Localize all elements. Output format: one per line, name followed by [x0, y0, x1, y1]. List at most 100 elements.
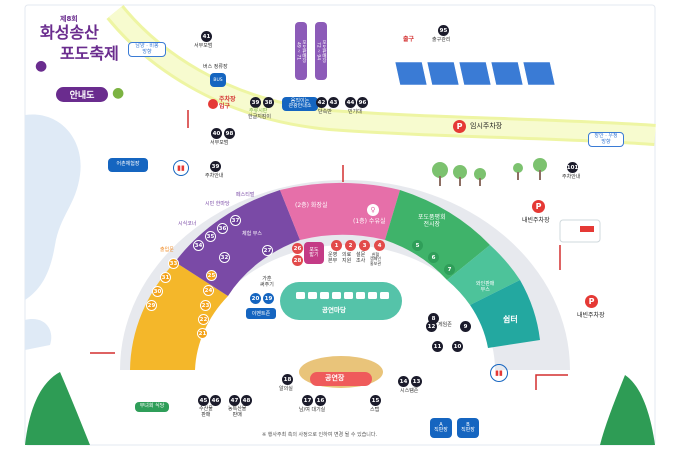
parking-entrance-icon: [208, 99, 218, 109]
tourist-info-sign: 움직이는 관광안내소: [282, 97, 318, 111]
label-101: 주차안내: [562, 174, 581, 180]
grape-exhibit-label: 포도품평회 전시장: [418, 214, 446, 228]
marker-15: 15: [370, 395, 381, 406]
label-13-14: 시스템존: [400, 388, 419, 394]
marker-44: 44: [345, 97, 356, 108]
label-42-43: 단속반: [318, 109, 332, 115]
direct-shop-b: B 직판장: [457, 418, 479, 438]
marker-40: 40: [211, 128, 222, 139]
marker-29: 29: [146, 300, 157, 311]
grape-icon: ●: [112, 85, 125, 101]
label-95: 출구관리: [432, 37, 451, 43]
marker-6: 6: [428, 252, 439, 263]
experience-hall-sign: 어촌체험장: [108, 158, 148, 172]
title-line1: 화성송산: [40, 23, 99, 42]
label-40-98: 서부모범: [210, 140, 229, 146]
lake-area: [25, 114, 81, 300]
road-sign-jangan: 장안 · 우정 방향: [588, 132, 624, 147]
womens-restaurant-sign: 부녀회 식당: [135, 402, 169, 412]
event-plaza-seats: [296, 292, 389, 299]
pond-area: [25, 319, 52, 350]
marker-46: 46: [210, 395, 221, 406]
label-4: 헌혈 캠페인 홍보관: [370, 252, 382, 266]
label-liquor: 주류시판: [249, 108, 268, 114]
marker-47: 47: [229, 395, 240, 406]
edition-label: 제8회: [60, 15, 78, 23]
event-zone-sign: 이벤트존: [246, 308, 276, 319]
guest-parking2-label: 내빈주차장: [577, 312, 605, 319]
label-39-parking: 주차안내: [205, 173, 224, 179]
ambulance-stripe: [580, 226, 594, 232]
title-line2: 포도축제: [60, 44, 119, 63]
stage-label: 공연장: [325, 374, 345, 382]
main-road-inner: [108, 6, 656, 143]
marker-96: 96: [357, 97, 368, 108]
seg-label-1: 출입문: [160, 247, 174, 253]
marker-45: 45: [198, 395, 209, 406]
parking-entrance-label: 주차장 입구: [219, 96, 236, 110]
event-plaza: [280, 282, 402, 320]
marker-30: 30: [152, 286, 163, 297]
restroom-icon-right: ▮▮: [490, 364, 508, 382]
marker-12: 12: [426, 321, 437, 332]
label-1: 운영 본부: [328, 252, 338, 264]
marker-5: 5: [412, 240, 423, 251]
marker-39: 39: [250, 97, 261, 108]
rest-area-label: 쉼터: [503, 315, 518, 324]
label-18: 알의실: [279, 386, 293, 392]
grape-stomping: 포도 밟기: [304, 242, 324, 264]
ramp-label-1: 포도판매장 49 ~ 71: [295, 39, 307, 63]
marker-22: 22: [198, 314, 209, 325]
exit-label: 출구: [403, 36, 415, 43]
ramp-label-2: 포도판매장 72 ~ 94: [315, 39, 327, 63]
solar-panels: [394, 61, 556, 86]
marker-95: 95: [438, 25, 449, 36]
label-16-17: 남/여 대기실: [299, 407, 326, 413]
guest-parking1-label: 내빈주차장: [522, 217, 550, 224]
nursing-icon: ♀: [367, 204, 379, 216]
label-38-39: 한글지킴이: [248, 114, 272, 120]
marker-1: 1: [331, 240, 342, 251]
marker-14: 14: [398, 376, 409, 387]
marker-39-parking: 39: [210, 161, 221, 172]
bus-icon: BUS: [210, 73, 226, 87]
marker-21: 21: [197, 328, 208, 339]
marker-25: 25: [206, 270, 217, 281]
marker-38: 38: [263, 97, 274, 108]
temp-parking-label: 임시주차장: [470, 122, 503, 130]
marker-8: 8: [428, 313, 439, 324]
marker-7: 7: [444, 264, 455, 275]
parking-icon-guest2: P: [585, 295, 598, 308]
bus-stop-label: 버스 정류장: [203, 64, 228, 70]
marker-28: 28: [292, 255, 303, 266]
marker-13: 13: [411, 376, 422, 387]
ramp-72-94: [315, 22, 327, 80]
marker-33: 33: [168, 258, 179, 269]
marker-4: 4: [374, 240, 385, 251]
label-41: 서부모범: [194, 43, 213, 49]
label-2: 의료 지원: [342, 252, 352, 264]
marker-3: 3: [359, 240, 370, 251]
label-3: 설문 조사: [356, 252, 366, 264]
marker-20: 20: [250, 293, 261, 304]
marker-98: 98: [224, 128, 235, 139]
purple-segment-label: 체험 부스: [242, 231, 262, 237]
marker-37: 37: [230, 215, 241, 226]
parking-icon-guest1: P: [532, 200, 545, 213]
marker-48: 48: [241, 395, 252, 406]
toilet-2f-label: (2층) 화장실: [295, 202, 328, 209]
marker-42: 42: [316, 97, 327, 108]
direct-shop-a: A 직판장: [430, 418, 452, 438]
marker-34: 34: [193, 240, 204, 251]
stage-base: [310, 372, 372, 386]
marker-32: 32: [219, 252, 230, 263]
ramp-49-71: [295, 22, 307, 80]
marker-18: 18: [282, 374, 293, 385]
label-15: 스탭: [370, 407, 380, 413]
label-12: 게임존: [438, 322, 452, 328]
wine-booth-label: 와인판매 부스: [476, 281, 495, 293]
label-45-46: 수산물 판매: [199, 406, 213, 418]
label-47-48: 농특산물 판매: [228, 406, 247, 418]
